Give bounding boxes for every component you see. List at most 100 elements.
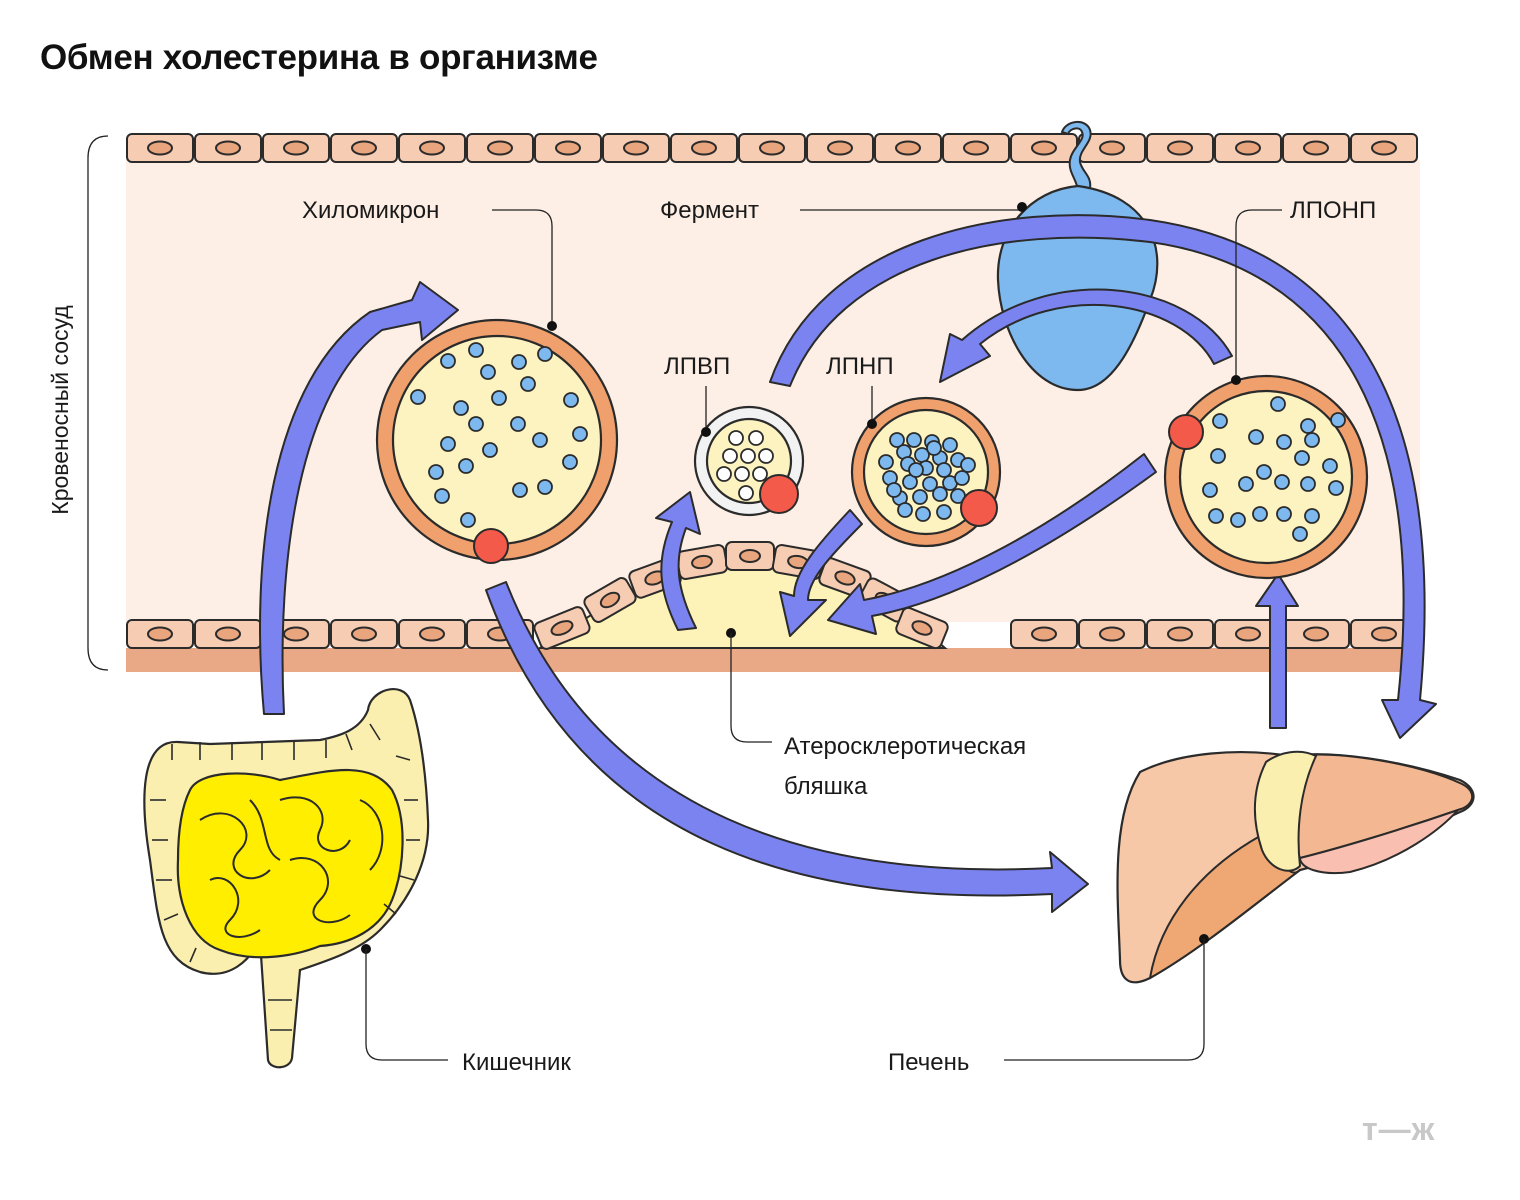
cholesterol-molecule [748,430,764,446]
vldl-particle [1163,374,1369,580]
cholesterol-molecule [1304,508,1320,524]
cholesterol-molecule [482,442,498,458]
chylomicron [375,318,619,564]
cholesterol-molecule [897,502,913,518]
liver-illustration [1116,750,1475,984]
intestine-leader [365,949,448,1061]
cholesterol-molecule [440,353,456,369]
cholesterol-molecule [1294,450,1310,466]
vessel-cell [942,133,1010,163]
ldl-pointer [867,419,877,429]
hdl-particle [693,405,805,517]
liver-leader [1004,939,1205,1061]
vessel-cell [1010,133,1078,163]
vessel-cell [534,133,602,163]
cholesterol-molecule [878,454,894,470]
cholesterol-molecule [453,400,469,416]
cholesterol-molecule [932,486,948,502]
vessel-cell [330,133,398,163]
vessel-cell [398,133,466,163]
cholesterol-molecule [915,506,931,522]
cholesterol-molecule [936,504,952,520]
cholesterol-molecule [728,430,744,446]
arrow-plaque-to-hdl [655,491,701,631]
chylomicron-leader [492,209,553,326]
cholesterol-molecule [1276,434,1292,450]
cholesterol-molecule [738,485,754,501]
vessel-label: Кровеносный сосуд [47,305,73,515]
cholesterol-molecule [440,436,456,452]
cholesterol-molecule [936,462,952,478]
cholesterol-molecule [1256,464,1272,480]
cholesterol-molecule [410,389,426,405]
ldl-apoprotein [960,489,998,527]
cholesterol-molecule [460,512,476,528]
cholesterol-molecule [563,392,579,408]
hdl-label: ЛПВП [664,353,730,380]
cholesterol-molecule [740,448,756,464]
cholesterol-molecule [886,482,902,498]
vessel-cell [398,619,466,649]
vessel-cell [1350,619,1418,649]
plaque-label-line2: бляшка [784,773,868,800]
vessel-cell [1010,619,1078,649]
arrow-intestine-to-chylomicron [259,281,459,715]
brand-logo: т—ж [1362,1111,1435,1147]
cholesterol-molecule [1300,476,1316,492]
cholesterol-molecule [1270,396,1286,412]
plaque-leader [730,633,772,743]
cholesterol-molecule [512,482,528,498]
vessel-cell [602,133,670,163]
vessel-cell [262,133,330,163]
cholesterol-molecule [458,458,474,474]
vessel-cell [1350,133,1418,163]
chylomicron-apoprotein [473,528,509,564]
cholesterol-molecule [1292,526,1308,542]
vessel-cell [670,133,738,163]
vessel-cell [1078,619,1146,649]
vessel-bottom-cells [126,619,1418,649]
vessel-cell [1282,619,1350,649]
cholesterol-molecule [1208,508,1224,524]
intestine-illustration [143,688,430,1069]
cholesterol-molecule [722,448,738,464]
cholesterol-molecule [752,466,768,482]
cholesterol-molecule [716,466,732,482]
hdl-pointer [701,427,711,437]
ldl-particle [850,396,1002,548]
cholesterol-molecule [922,476,938,492]
vldl-label: ЛПОНП [1290,197,1376,224]
cholesterol-molecule [889,432,905,448]
cholesterol-molecule [1248,429,1264,445]
vessel-cell [1078,133,1146,163]
arrow-chylomicron-to-liver [485,581,1089,913]
cholesterol-molecule [912,489,928,505]
vessel-cell [1214,133,1282,163]
intestine-label: Кишечник [462,1049,571,1076]
cholesterol-molecule [532,432,548,448]
cholesterol-molecule [1300,418,1316,434]
vldl-apoprotein [1168,414,1204,450]
cholesterol-molecule [511,354,527,370]
cholesterol-molecule [734,466,750,482]
arrow-ldl-to-plaque [779,509,863,637]
enzyme-label: Фермент [660,197,759,224]
cholesterol-molecule [562,454,578,470]
arrow-vldl-to-plaque [827,453,1157,635]
vessel-cell [806,133,874,163]
cholesterol-molecule [1322,458,1338,474]
chylomicron-label: Хиломикрон [302,197,439,224]
cholesterol-molecule [1212,413,1228,429]
vessel-cell [126,619,194,649]
vessel-cell [738,133,806,163]
cholesterol-molecule [1330,412,1346,428]
arrow-liver-to-vldl [1255,573,1299,729]
cholesterol-molecule [926,440,942,456]
vessel-cell [1146,133,1214,163]
cholesterol-molecule [1276,506,1292,522]
cholesterol-molecule [1328,480,1344,496]
vessel-top-cells [126,133,1418,163]
ldl-label: ЛПНП [826,353,894,380]
cholesterol-molecule [510,416,526,432]
plaque-label-line1: Атеросклеротическая [784,733,1026,760]
